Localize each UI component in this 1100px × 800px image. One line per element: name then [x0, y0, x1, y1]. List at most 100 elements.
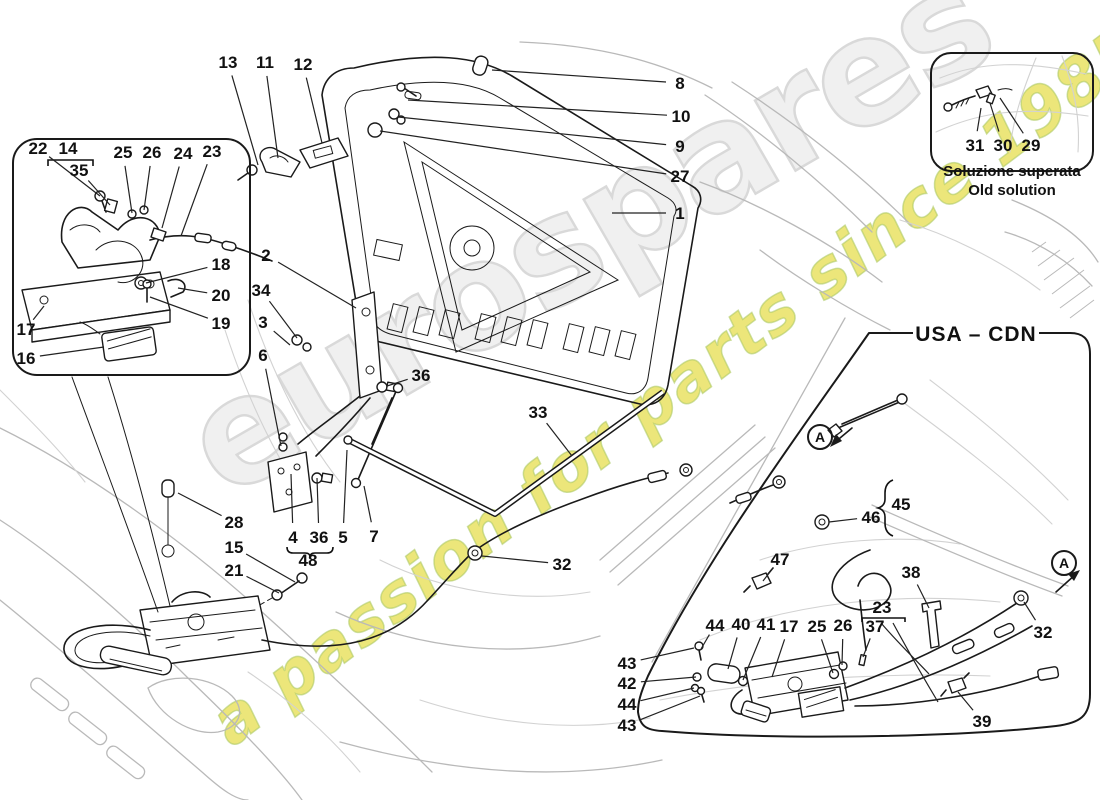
- leader-line-8: [491, 69, 667, 83]
- part-callout-32: 32: [1034, 623, 1053, 642]
- part-callout-33: 33: [529, 403, 548, 422]
- part-callout-2: 2: [261, 246, 270, 265]
- part-callout-47: 47: [771, 550, 790, 569]
- leader-line-47: [762, 567, 774, 582]
- leader-line-32: [1023, 601, 1037, 621]
- leader-line-28: [177, 492, 222, 517]
- part-callout-27: 27: [671, 167, 690, 186]
- hood-fittings: [237, 55, 489, 181]
- part-callout-43: 43: [618, 654, 637, 673]
- part-callout-32: 32: [553, 555, 572, 574]
- part-callout-17: 17: [17, 320, 36, 339]
- buffer-part: [472, 55, 489, 76]
- leader-line-26: [143, 165, 151, 211]
- part-callout-11: 11: [256, 53, 274, 72]
- leader-line-5: [343, 449, 348, 524]
- part-callout-34: 34: [252, 281, 271, 300]
- old-solution-caption-en: Old solution: [968, 182, 1056, 199]
- leader-line-30: [989, 102, 1000, 132]
- leader-line-35: [87, 180, 111, 206]
- part-callout-17: 17: [780, 617, 799, 636]
- leader-line-38: [916, 584, 930, 609]
- car-body-lines: [0, 41, 1099, 800]
- leader-line-33: [546, 422, 573, 457]
- part-callout-23: 23: [203, 142, 222, 161]
- part-callout-48: 48: [299, 551, 318, 570]
- part-callout-42: 42: [618, 674, 637, 693]
- part-callout-45: 45: [892, 495, 911, 514]
- part-callout-9: 9: [675, 137, 684, 156]
- part-callout-39: 39: [973, 712, 992, 731]
- old-solution-box: [930, 52, 1094, 172]
- part-callout-5: 5: [338, 528, 347, 547]
- leader-line-43: [639, 695, 701, 721]
- leader-line-6: [265, 368, 282, 447]
- hood-vents: [386, 303, 637, 361]
- leader-line-36: [386, 378, 408, 387]
- usa-cdn-region: USA – CDN A: [599, 323, 1091, 738]
- leader-line-21: [246, 575, 280, 594]
- part-callout-26: 26: [834, 616, 853, 635]
- leader-line-37: [862, 638, 871, 658]
- leader-line-34: [268, 300, 298, 339]
- leader-line-17: [32, 305, 45, 321]
- detail-marker-a-1: A: [815, 429, 825, 445]
- leader-line-10: [407, 99, 668, 116]
- part-callout-28: 28: [225, 513, 244, 532]
- leader-line-31: [976, 107, 982, 132]
- part-callout-4: 4: [288, 528, 298, 547]
- leader-line-42: [640, 676, 697, 683]
- detail-marker-a-2: A: [1059, 555, 1069, 571]
- front-latch-assembly: [63, 463, 693, 676]
- part-callout-23: 23: [873, 598, 892, 617]
- buffer-28: [161, 479, 175, 498]
- grouping-brackets: [47, 159, 939, 703]
- part-callout-36: 36: [310, 528, 329, 547]
- leader-line-16: [39, 346, 105, 357]
- part-callout-22: 22: [29, 139, 48, 158]
- part-callout-26: 26: [143, 143, 162, 162]
- part-callout-29: 29: [1022, 136, 1041, 155]
- leader-line-12: [305, 77, 323, 144]
- leader-line-13: [231, 75, 259, 166]
- leader-line-39: [957, 691, 974, 711]
- leader-line-46: [828, 518, 858, 523]
- leader-line-22: [48, 156, 101, 197]
- leader-line-26: [841, 638, 844, 666]
- part-callout-35: 35: [70, 161, 89, 180]
- part-callout-13: 13: [219, 53, 238, 72]
- leader-line-11: [266, 75, 279, 159]
- part-callout-46: 46: [862, 508, 881, 527]
- usa-cdn-label: USA – CDN: [915, 323, 1036, 346]
- part-callout-14: 14: [59, 139, 78, 158]
- leader-line-27: [379, 130, 667, 175]
- leader-line-3: [273, 330, 291, 346]
- hatch-patch: [1031, 241, 1095, 319]
- part-callout-24: 24: [174, 144, 193, 163]
- part-callout-37: 37: [866, 617, 885, 636]
- leader-line-19: [149, 296, 209, 319]
- leader-line-15: [245, 553, 296, 583]
- part-callout-36: 36: [412, 366, 431, 385]
- part-callout-41: 41: [757, 615, 776, 634]
- part-callout-7: 7: [369, 527, 378, 546]
- part-callout-40: 40: [732, 615, 751, 634]
- part-callout-44: 44: [706, 616, 725, 635]
- hinge-and-strut: [267, 291, 665, 517]
- leader-line-36: [316, 477, 320, 524]
- part-callout-20: 20: [212, 286, 231, 305]
- part-callout-30: 30: [994, 136, 1013, 155]
- part-callout-21: 21: [225, 561, 244, 580]
- leader-line-7: [363, 485, 372, 523]
- part-callout-18: 18: [212, 255, 231, 274]
- leader-line-29: [999, 97, 1024, 134]
- leader-line-23: [180, 163, 208, 237]
- part-callout-25: 25: [808, 617, 827, 636]
- old-solution-inset: Soluzione superata Old solution: [930, 52, 1094, 199]
- part-callout-10: 10: [672, 107, 691, 126]
- leader-line-43: [640, 647, 695, 661]
- leader-line-24: [161, 166, 180, 229]
